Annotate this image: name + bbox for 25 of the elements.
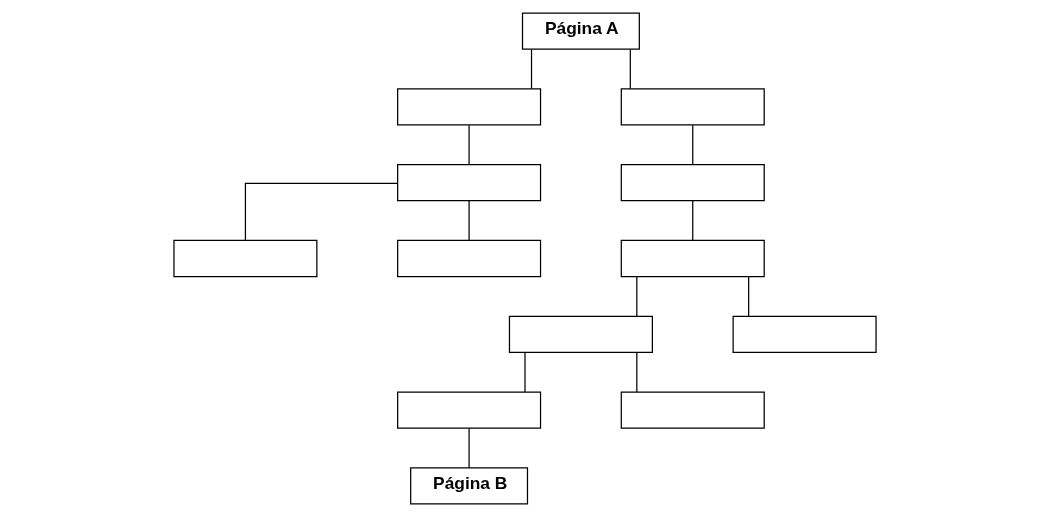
connector xyxy=(467,427,470,469)
connector xyxy=(635,276,637,317)
node-box xyxy=(396,391,541,429)
connector xyxy=(467,124,470,166)
node-box xyxy=(620,164,765,202)
node-box: Página A xyxy=(521,12,640,50)
node-box xyxy=(620,391,765,429)
node-box xyxy=(508,315,653,353)
node-box xyxy=(620,88,765,126)
connector xyxy=(530,48,532,90)
connector xyxy=(691,200,693,241)
connector xyxy=(635,352,637,393)
connector xyxy=(244,182,398,241)
node-box xyxy=(732,315,877,353)
connector xyxy=(691,124,693,166)
connector xyxy=(747,276,749,317)
node-box xyxy=(396,164,541,202)
node-box: Página B xyxy=(409,467,528,505)
node-box xyxy=(172,239,317,278)
node-box xyxy=(396,88,541,126)
node-box xyxy=(620,239,765,278)
connector xyxy=(629,48,631,90)
node-box xyxy=(396,239,541,278)
connector xyxy=(523,352,526,393)
connector xyxy=(467,200,470,241)
